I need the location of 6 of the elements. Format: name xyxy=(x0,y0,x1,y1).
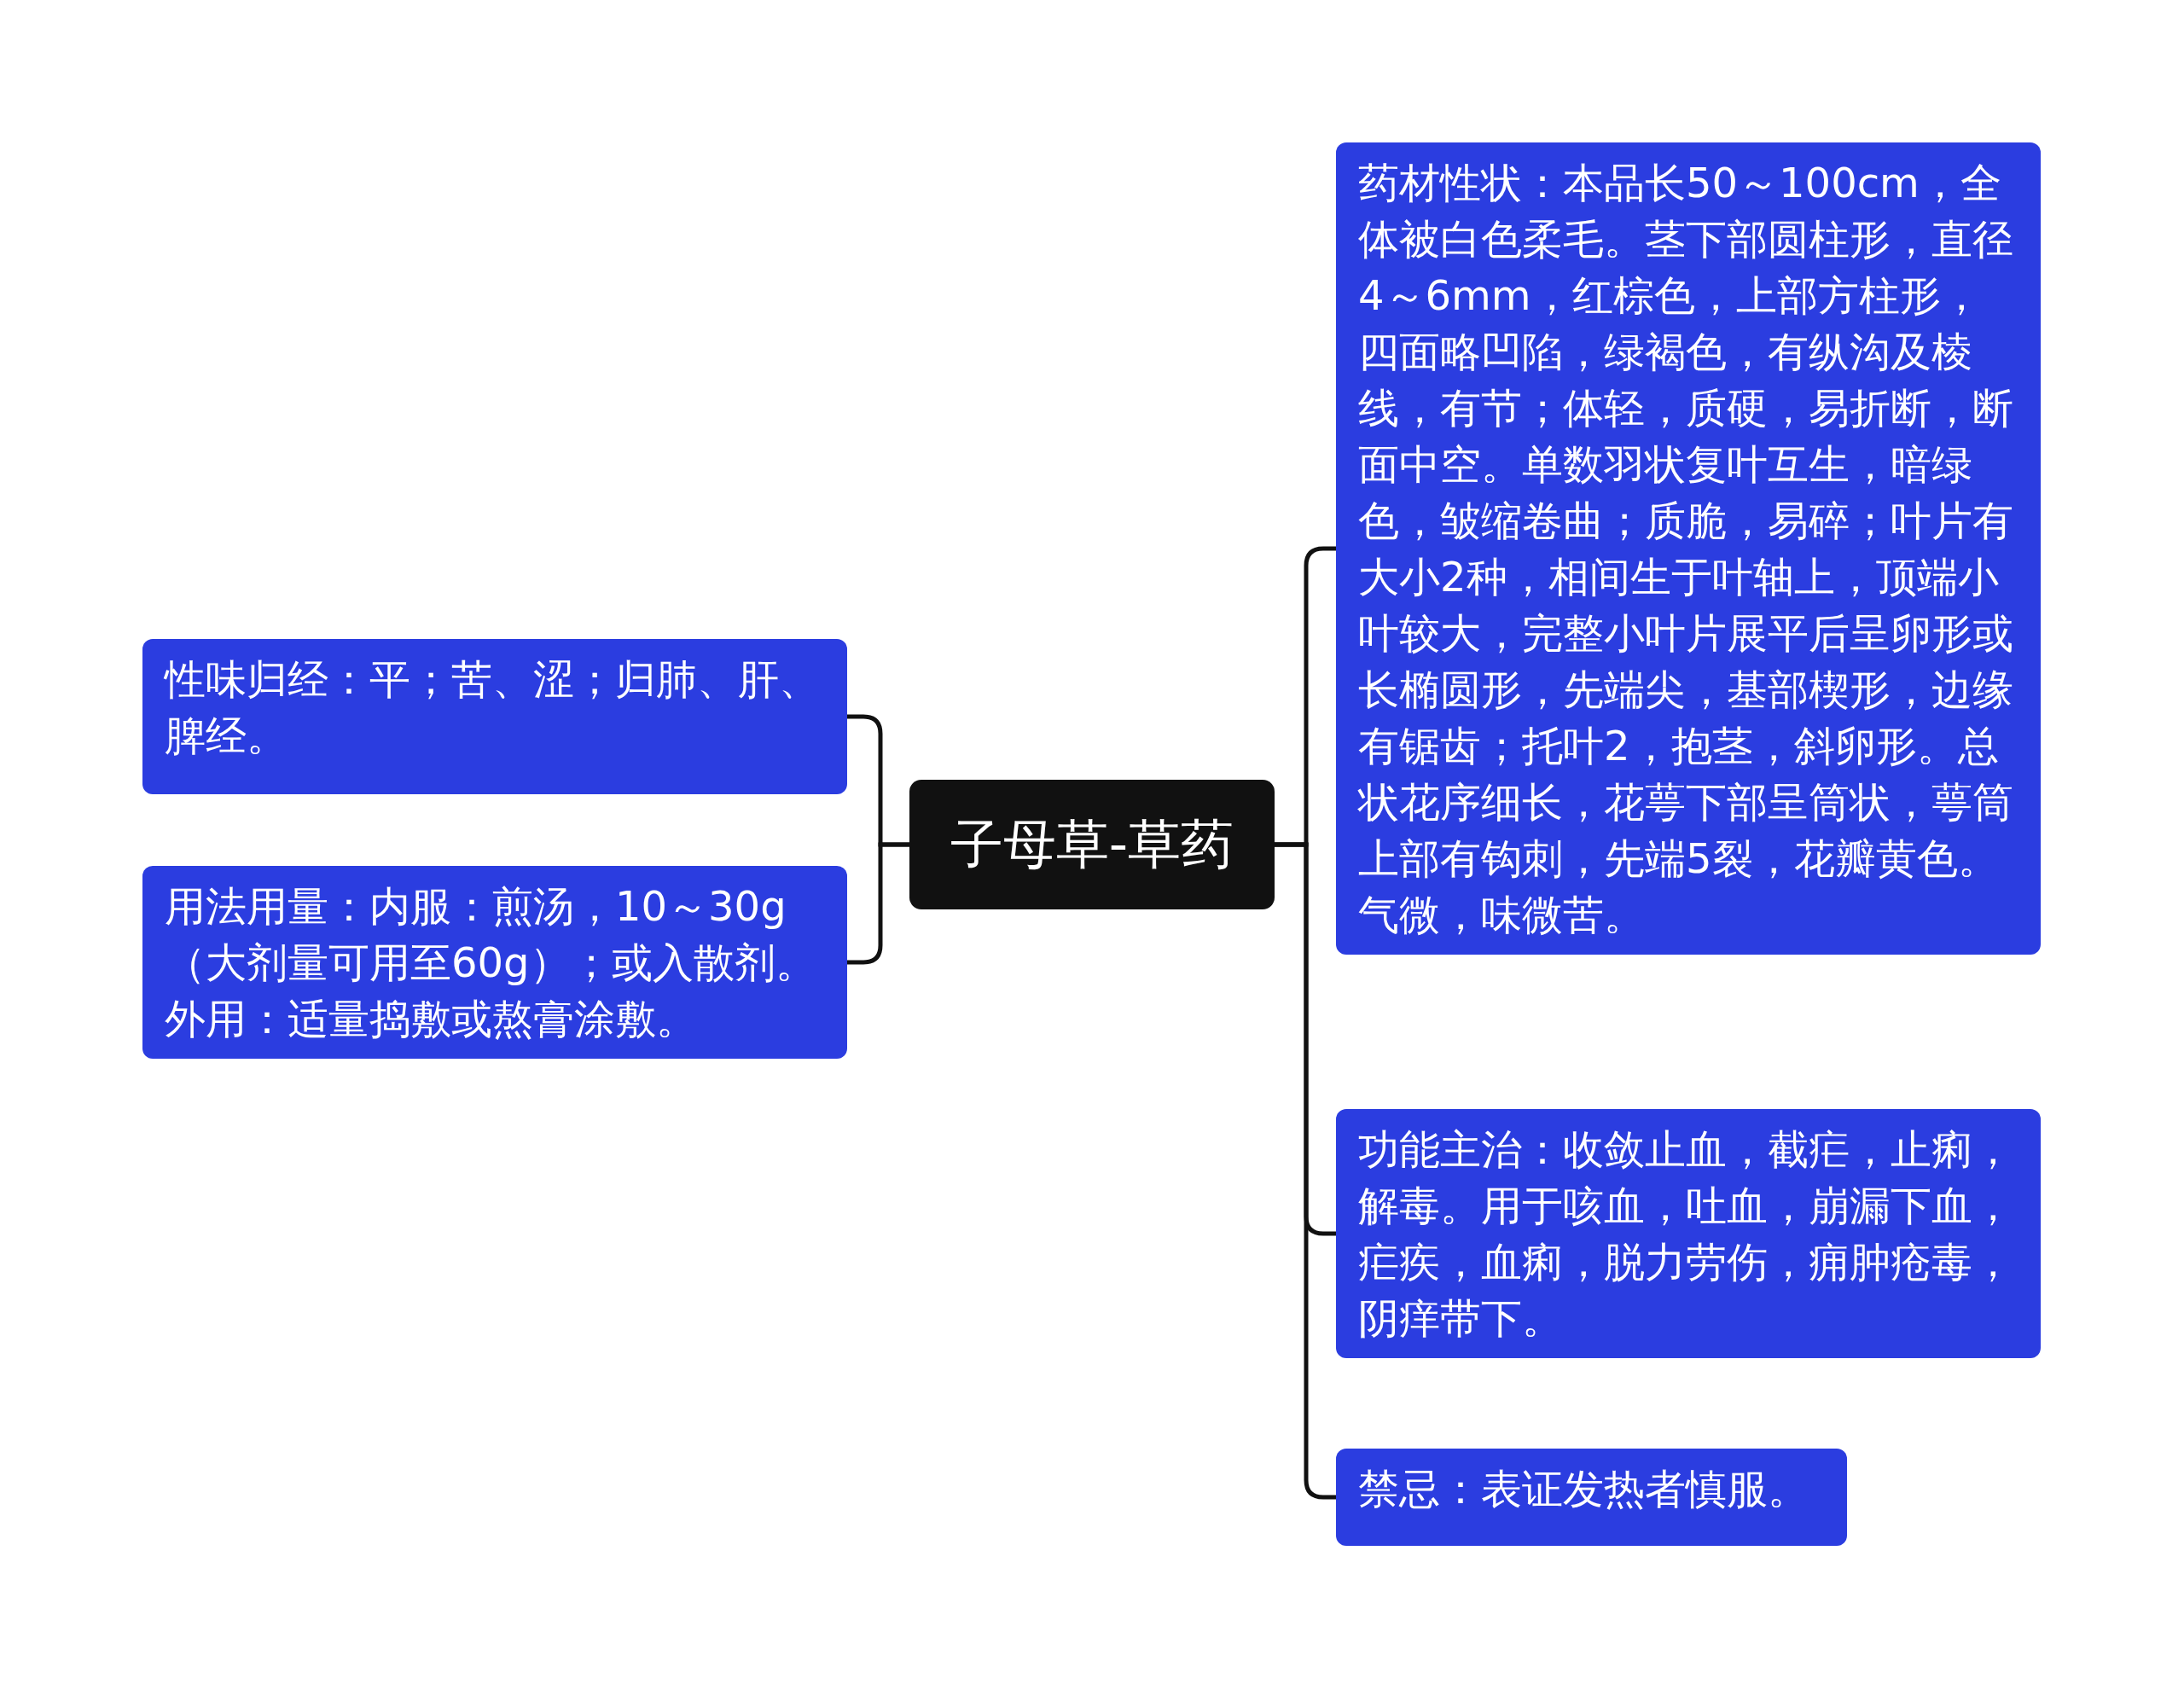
topic-box: 性味归经：平；苦、涩；归肺、肝、脾经。 xyxy=(142,639,847,794)
central-topic-box: 子母草-草药 xyxy=(909,780,1275,909)
topic-box: 功能主治：收敛止血，截疟，止痢，解毒。用于咳血，吐血，崩漏下血，疟疾，血痢，脱力劳伤，痈肿疮毒，阴痒带下。 xyxy=(1336,1109,2041,1358)
topic-box: 药材性状：本品长50～100cm，全体被白色柔毛。茎下部圆柱形，直径4～6mm，红棕色，上部方柱形，四面略凹陷，绿褐色，有纵沟及棱线，有节；体轻，质硬，易折断，断面中空。单数羽状复叶互生，暗绿色，皱缩卷曲；质脆，易碎；叶片有大小2种，相间生于叶轴上，顶端小叶较大，完整小叶片展平后呈卵形或长椭圆形，先端尖，基部楔形，边缘有锯齿；托叶2，抱茎，斜卵形。总状花序细长，花萼下部呈筒状，萼筒上部有钩刺，先端5裂，花瓣黄色。气微，味微苦。 xyxy=(1336,142,2041,955)
topic-box: 禁忌：表证发热者慎服。 xyxy=(1336,1449,1847,1546)
topic-box: 用法用量：内服：煎汤，10～30g（大剂量可用至60g）；或入散剂。外用：适量捣敷或熬膏涂敷。 xyxy=(142,866,847,1059)
